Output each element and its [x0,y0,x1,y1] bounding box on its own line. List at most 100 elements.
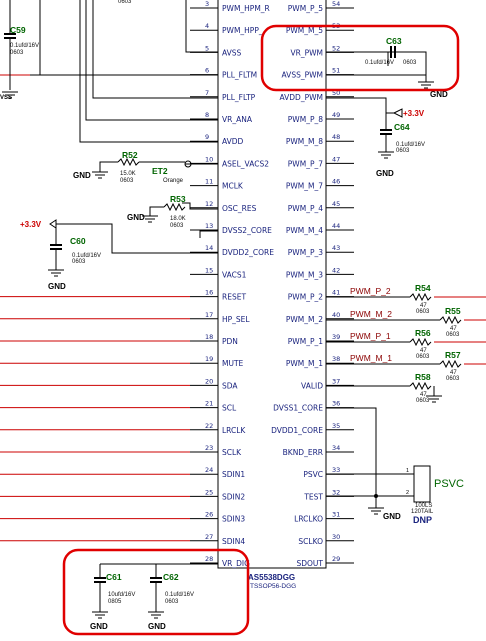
ic-part-number: AS5538DGG [248,573,295,582]
ic-pin-number: 41 [332,289,340,297]
gnd-c60: GND [48,282,66,291]
r52-ref: R52 [122,150,138,160]
ic-pin-number: 36 [332,400,340,408]
ic-pin-name: PSVC [303,470,323,479]
c59-ref: C59 [10,25,26,35]
ic-pin-name: SCL [222,404,237,413]
r54-value: 47 [420,303,427,309]
ic-pin-name: SDIN3 [222,515,245,524]
ic-pin-number: 31 [332,511,340,519]
ic-pin-number: 14 [205,244,213,252]
ic-pin-name: SDIN4 [222,537,245,546]
c60-ref: C60 [70,236,86,246]
ic-pin-name: PWM_M_7 [286,182,323,191]
r53-resistor [142,202,218,223]
ic-pin-number: 29 [332,555,340,563]
c64-value: 0.1ufd/16V [396,142,425,148]
top-routing-wires [30,0,218,143]
ic-pin-number: 18 [205,333,213,341]
c64-ref: C64 [394,122,410,132]
r52-value: 15.0K [120,171,136,177]
ic-pin-name: SCLKO [298,537,323,546]
ic-pin-number: 35 [332,422,340,430]
ic-pin-name: BKND_ERR [283,448,323,457]
r54-pkg: 0603 [416,309,430,315]
c60-pkg: 0603 [72,259,86,265]
ic-pin-name: PWM_P_8 [288,115,323,124]
vcc-label-c64: +3.3V [403,109,425,118]
ic-pin-number: 34 [332,444,340,452]
ic-pin-name: PWM_P_5 [288,4,323,13]
ic-pin-number: 43 [332,244,340,252]
ic-pin-number: 11 [205,178,213,186]
ic-pin-number: 19 [205,355,213,363]
ic-pin-name: TEST [303,492,323,501]
gnd-c62: GND [148,622,166,631]
ic-pin-number: 17 [205,311,213,319]
r56-ref: R56 [415,328,431,338]
ic-pin-number: 49 [332,111,340,119]
ic-pin-name: PWM_P_4 [288,204,323,213]
ic-pin-number: 44 [332,222,340,230]
ic-pin-name: PWM_P_1 [288,337,323,346]
ic-package: TSSOP56-DGG [250,583,296,590]
ic-pin-number: 28 [205,555,213,563]
psvc-spec1: 100LS [415,503,432,509]
ic-pin-number: 13 [205,222,213,230]
c64-capacitor [326,97,403,159]
psvc-test-routing [326,407,431,515]
ic-pin-name: PWM_M_3 [286,270,323,279]
ic-pin-name: AVDD [222,137,244,146]
ic-pin-name: PLL_FLTP [222,93,256,102]
ic-pin-number: 45 [332,200,340,208]
gnd-c63: GND [430,90,448,99]
c59-pkg: 0603 [10,50,24,56]
r56-pkg: 0603 [416,354,430,360]
c63-pkg: 0603 [403,60,417,66]
ic-pin-number: 46 [332,178,340,186]
ic-pin-number: 20 [205,377,213,385]
ic-pin-name: DVSS2_CORE [222,226,272,235]
r58-value: 47 [420,392,427,398]
ic-pin-number: 24 [205,466,213,474]
ic-pin-name: PWM_M_1 [286,359,323,368]
ic-pin-name: PWM_HPP_ [222,26,263,35]
right-red-wires [434,296,486,365]
ic-pin-name: PWM_P_3 [288,248,323,257]
c63-capacitor [326,46,434,89]
ic-pin-number: 37 [332,377,340,385]
ic-pin-name: VR_ANA [222,115,253,124]
ic-pin-number: 42 [332,266,340,274]
ic-pin-number: 40 [332,311,340,319]
ic-pin-number: 4 [205,22,209,30]
ic-pin-name: LRCLKO [294,515,323,524]
ic-pin-number: 51 [332,67,340,75]
ic-pin-name: MCLK [222,182,244,191]
ic-pin-number: 5 [205,44,209,52]
net-label-pwm-p-1: PWM_P_1 [350,331,391,341]
c61-ref: C61 [106,572,122,582]
ic-pin-number: 7 [205,89,209,97]
ic-pin-number: 39 [332,333,340,341]
c61-value: 10ufd/16V [108,592,135,598]
ic-pin-number: 15 [205,266,213,274]
c63-value: 0.1ufd/16V [365,60,394,66]
r54-r58-nets [326,292,462,403]
ic-pin-name: VR_DIG [222,559,250,568]
psvc-spec2: 120TAIL [411,509,434,515]
ic-pin-number: 22 [205,422,213,430]
junction-dot [374,494,378,498]
gnd-c61: GND [90,622,108,631]
r58-ref: R58 [415,372,431,382]
c64-pkg: 0603 [396,148,410,154]
c59-capacitor: C59 0.1ufd/16V 0603 VSS [0,0,39,101]
ic-pin-name: VALID [301,381,323,390]
ic-pin-name: DVDD1_CORE [271,426,323,435]
ic-pin-name: DVDD2_CORE [222,248,274,257]
ic-pin-name: OSC_RES [222,204,257,213]
ic-pin-number: 32 [332,488,340,496]
psvc-label: PSVC [434,478,464,490]
r57-ref: R57 [445,350,461,360]
r54-ref: R54 [415,283,431,293]
